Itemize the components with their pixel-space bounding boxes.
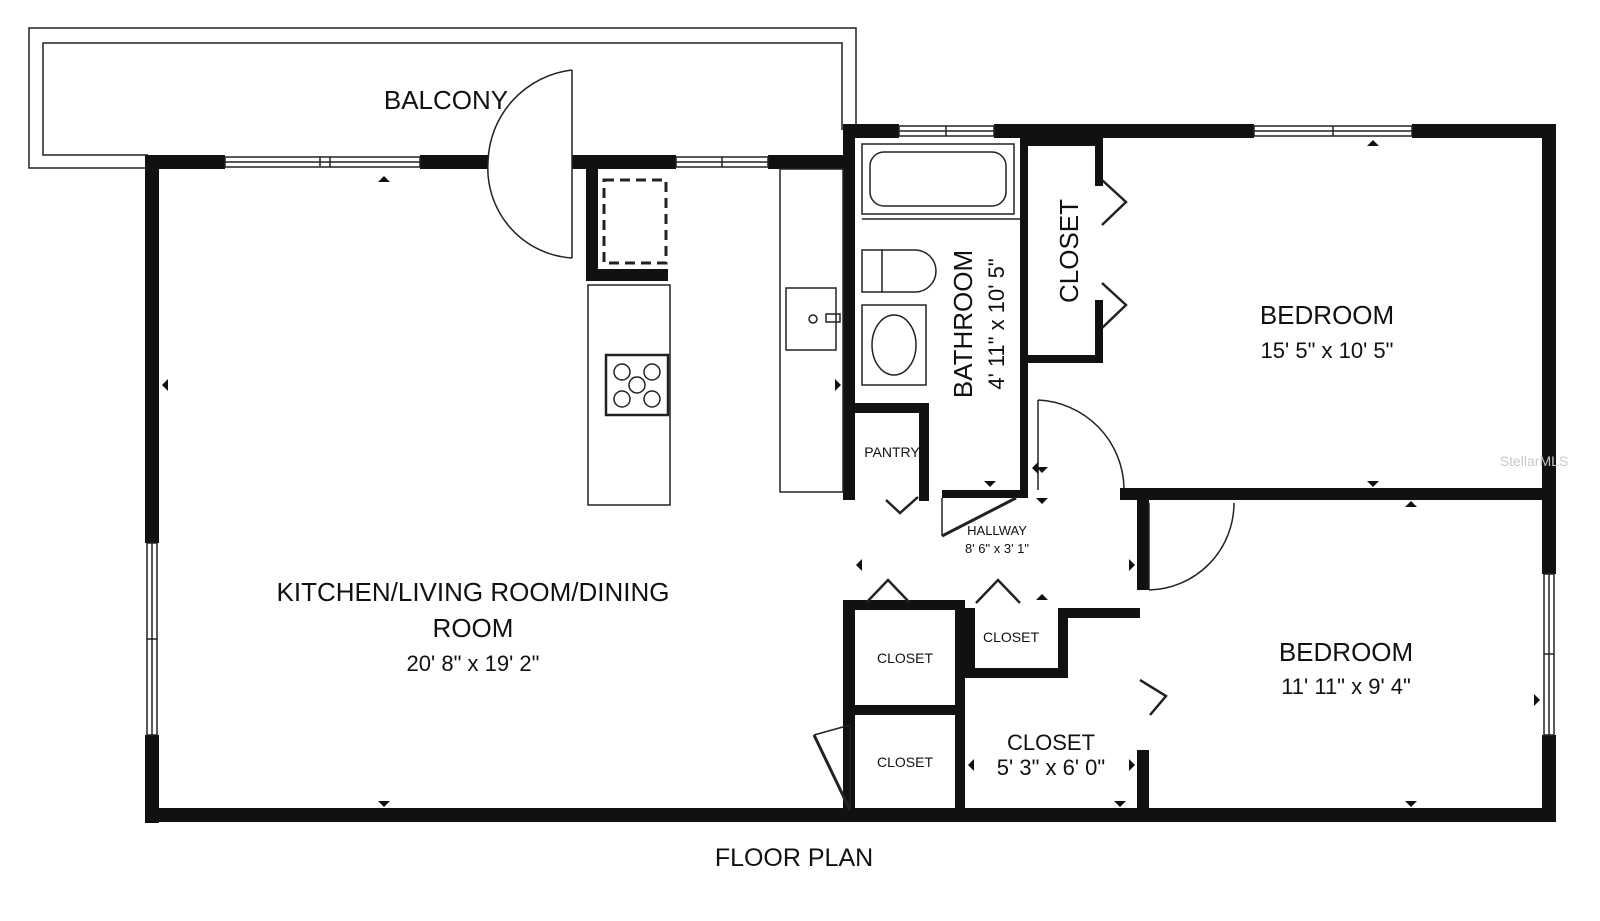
- closet-b-label: CLOSET: [983, 629, 1039, 645]
- fixtures: [587, 143, 1020, 506]
- closet-a-label: CLOSET: [877, 650, 933, 666]
- dimension-markers: [162, 140, 1540, 807]
- room-labels: BALCONY KITCHEN/LIVING ROOM/DINING ROOM …: [277, 85, 1414, 780]
- closet-c-label: CLOSET: [877, 754, 933, 770]
- doors: [487, 69, 1235, 811]
- pantry-label: PANTRY: [864, 444, 920, 460]
- windows: [146, 125, 1555, 736]
- hallway-label: HALLWAY: [967, 523, 1027, 538]
- closet-vertical-label: CLOSET: [1054, 199, 1084, 303]
- walls: [145, 124, 1556, 823]
- balcony-label: BALCONY: [384, 85, 508, 115]
- kitchen-living-label-line2: ROOM: [433, 613, 514, 643]
- kitchen-living-label-line1: KITCHEN/LIVING ROOM/DINING: [277, 577, 670, 607]
- closet-walkin-label: CLOSET: [1007, 730, 1095, 755]
- bedroom-1-dims: 15' 5" x 10' 5": [1261, 338, 1394, 363]
- balcony: [28, 27, 857, 169]
- bedroom-2-dims: 11' 11" x 9' 4": [1281, 674, 1411, 699]
- floor-plan-title: FLOOR PLAN: [715, 844, 873, 872]
- bathroom-dims: 4' 11" x 10' 5": [984, 258, 1009, 389]
- closet-walkin-dims: 5' 3" x 6' 0": [997, 755, 1105, 780]
- bedroom-1-label: BEDROOM: [1260, 300, 1394, 330]
- bedroom-2-label: BEDROOM: [1279, 637, 1413, 667]
- hallway-dims: 8' 6" x 3' 1": [965, 541, 1029, 556]
- kitchen-living-dims: 20' 8" x 19' 2": [407, 651, 540, 676]
- watermark: StellarMLS: [1500, 453, 1568, 469]
- bathroom-label: BATHROOM: [948, 250, 978, 398]
